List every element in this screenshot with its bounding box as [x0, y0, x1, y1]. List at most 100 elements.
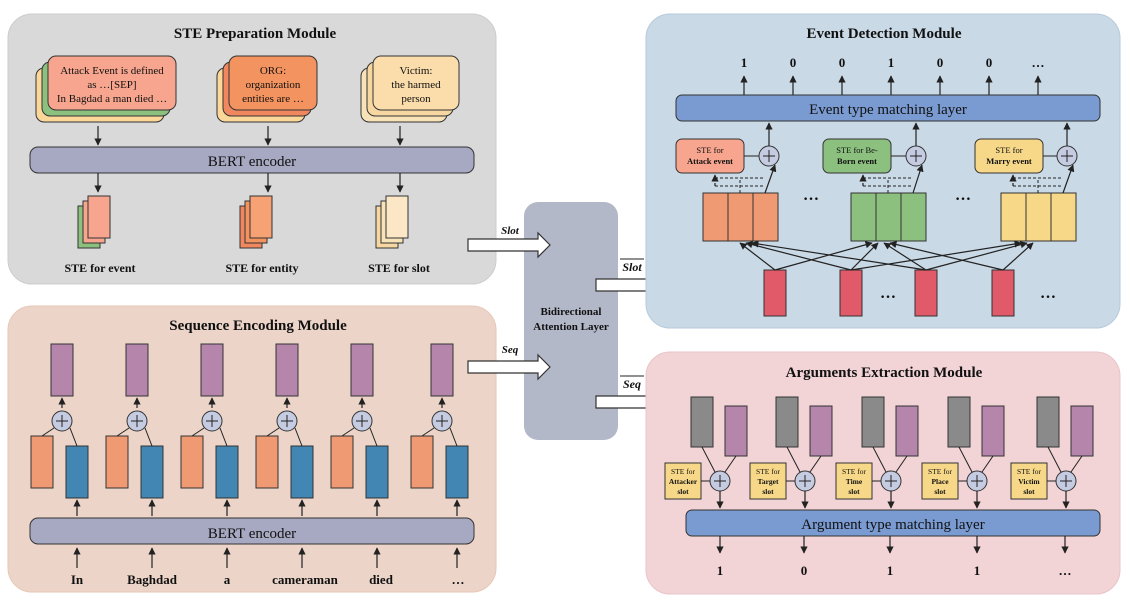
ste-event-text: Born event: [837, 156, 877, 166]
event-token-vector: [875, 192, 902, 242]
event-token-vector: [1050, 192, 1077, 242]
ste-slot-text: Target: [758, 477, 779, 486]
ste-slot-text: STE for: [756, 467, 780, 476]
backward-vector: [365, 445, 389, 499]
slot-out-label: Slot: [622, 260, 642, 274]
connector: [116, 427, 130, 437]
ste-slot-text: STE for: [928, 467, 952, 476]
argument-context-vector: [809, 405, 833, 457]
event-card-stack-text: Attack Event is defined: [60, 65, 164, 77]
arg-layer-label: Argument type matching layer: [801, 517, 984, 533]
connector: [724, 455, 737, 473]
connector: [1062, 164, 1075, 194]
event-type-matching-layer: [675, 94, 1101, 122]
token-output-vector: [125, 343, 149, 397]
entity-card-stack-layer: [228, 55, 318, 111]
argument-hidden-vector: [1036, 396, 1060, 448]
connector: [895, 455, 908, 473]
ste-slot-text: slot: [848, 487, 860, 496]
ste-prep-title: STE Preparation Module: [174, 26, 337, 42]
event-token-vector: [727, 192, 754, 242]
connector: [341, 427, 355, 437]
ste-slot-box: [749, 462, 787, 500]
ste-slot-text: Time: [846, 477, 863, 486]
connector: [144, 427, 153, 447]
slot-card-stack-text: person: [401, 93, 431, 105]
argument-output: 0: [801, 563, 808, 578]
event-ellipsis: …: [803, 187, 819, 204]
ste-output-label: STE for event: [64, 261, 135, 275]
argument-hidden-vector: [861, 396, 885, 448]
event-card-stack-text: In Bagdad a man died …: [57, 93, 167, 105]
connector: [809, 455, 822, 473]
forward-vector: [410, 435, 434, 489]
token-output-vector: [50, 343, 74, 397]
input-token: …: [452, 572, 465, 587]
bert-encoder-label: BERT encoder: [208, 526, 296, 542]
argument-type-matching-layer: [685, 509, 1101, 537]
input-token: In: [71, 572, 84, 587]
ste-output-label: STE for entity: [225, 261, 298, 275]
forward-vector: [180, 435, 204, 489]
cross-attention-arrow: [774, 241, 873, 271]
connector: [69, 427, 78, 447]
connector: [786, 446, 801, 473]
ste-slot-box: [664, 462, 702, 500]
argument-output: …: [1059, 563, 1072, 578]
connector: [872, 446, 887, 473]
event-output: 1: [888, 55, 895, 70]
argument-output: 1: [717, 563, 724, 578]
entity-card-stack-text: entities are …: [242, 93, 304, 105]
entity-card-stack-text: organization: [246, 79, 301, 91]
sequence-token-vector: [914, 269, 938, 317]
attention-label: Bidirectional: [541, 306, 602, 318]
argument-context-vector: [724, 405, 748, 457]
ste-event-text: Attack event: [687, 156, 733, 166]
ste-slot-box: [921, 462, 959, 500]
bidirectional-attention-layer: [524, 202, 618, 440]
argument-context-vector: [895, 405, 919, 457]
event-token-vector: [1000, 192, 1027, 242]
ste-slot-text: STE for: [842, 467, 866, 476]
connector: [41, 427, 55, 437]
backward-vector: [290, 445, 314, 499]
ste-slot-text: Attacker: [669, 477, 698, 486]
event-det-title: Event Detection Module: [807, 26, 962, 42]
forward-vector: [30, 435, 54, 489]
connector: [1047, 446, 1062, 473]
token-output-vector: [350, 343, 374, 397]
ste-slot-box: [1010, 462, 1048, 500]
connector: [266, 427, 280, 437]
ste-output-label: STE for slot: [368, 261, 430, 275]
event-output: 0: [839, 55, 846, 70]
backward-vector: [140, 445, 164, 499]
token-output-vector: [275, 343, 299, 397]
input-token: died: [369, 572, 394, 587]
forward-vector: [105, 435, 129, 489]
attention-label: Attention Layer: [533, 321, 609, 333]
event-card-stack-layer: [47, 55, 177, 111]
argument-output: 1: [974, 563, 981, 578]
ste-slot-text: STE for: [1017, 467, 1041, 476]
ste-event-text: Marry event: [986, 156, 1032, 166]
cross-attention-arrow: [889, 241, 1004, 271]
ste-slot-box: [835, 462, 873, 500]
seq-enc-title: Sequence Encoding Module: [169, 318, 347, 334]
sequence-token-vector: [763, 269, 787, 317]
seq-out-label: Seq: [623, 377, 641, 391]
cross-attention-arrow: [1002, 242, 1034, 271]
cross-attention-arrow: [850, 242, 879, 271]
connector: [1070, 455, 1083, 473]
event-card-stack-text: as …[SEP]: [87, 79, 136, 91]
connector: [294, 427, 303, 447]
connector: [449, 427, 458, 447]
connector: [912, 164, 924, 194]
ste-slot-stack: [385, 195, 409, 239]
argument-output: 1: [887, 563, 894, 578]
event-token-vector: [1025, 192, 1052, 242]
backward-vector: [215, 445, 239, 499]
argument-hidden-vector: [775, 396, 799, 448]
backward-vector: [65, 445, 89, 499]
input-token: a: [224, 572, 231, 587]
